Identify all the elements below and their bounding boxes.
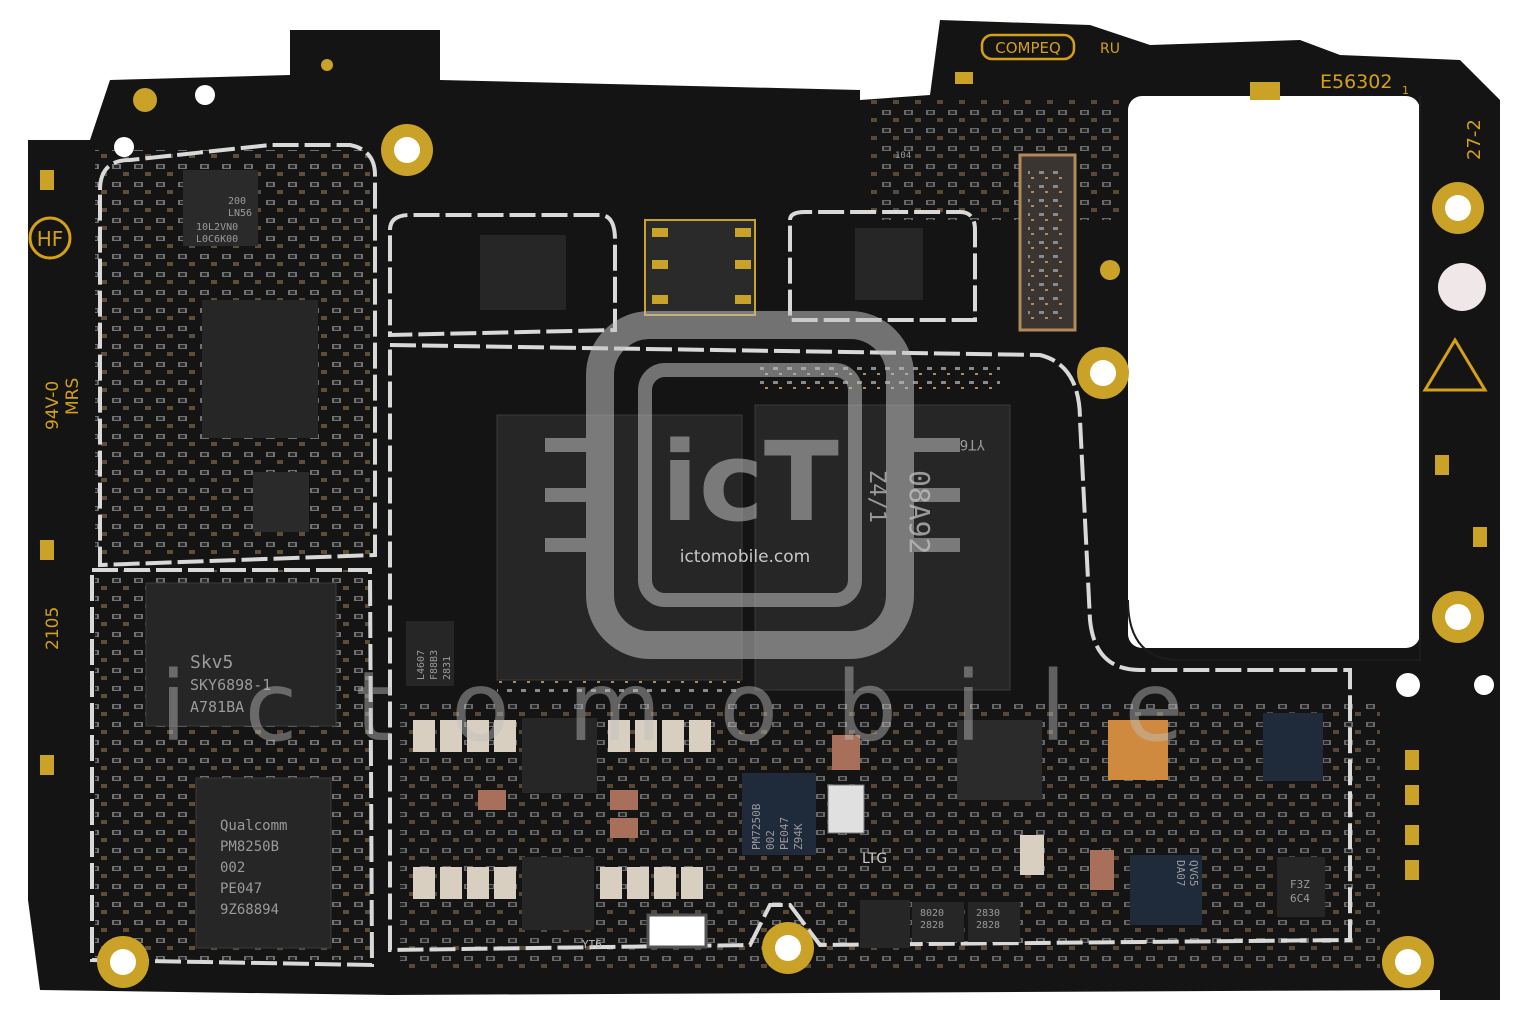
pair-a-line1: 8020 — [920, 908, 944, 919]
silk-board-id-sub: 1 — [1402, 84, 1409, 97]
pmic-line3: 002 — [220, 860, 245, 876]
small-left-line2: LN56 — [228, 208, 252, 219]
tiny-104: 104 — [895, 151, 911, 161]
pmic2-line1: PM7250B — [750, 803, 763, 850]
chip-pmic2 — [742, 773, 816, 855]
codec-line2: DA07 — [1174, 860, 1187, 887]
silk-board-id: E56302 — [1320, 71, 1392, 93]
watermark-big: ictomobile — [160, 651, 1241, 763]
small-left-line3: 10L2VN0 — [196, 222, 238, 233]
pmic-line1: Qualcomm — [220, 818, 287, 834]
rf-chip-line1: Skv5 — [190, 652, 233, 673]
pair-b-line2: 2828 — [976, 920, 1000, 931]
chip-small-left — [183, 170, 258, 246]
small-mid-line3: 2831 — [442, 656, 453, 680]
pmic-line2: PM8250B — [220, 839, 279, 855]
silk-ul: RU — [1100, 41, 1120, 57]
rf-chip-line2: SKY6898-1 — [190, 676, 271, 694]
watermark-url: ictomobile.com — [680, 547, 811, 567]
small-right-line2: 6C4 — [1290, 892, 1310, 905]
rf-chip-line3: A781BA — [190, 698, 244, 716]
pmic-line5: 9Z68894 — [220, 902, 279, 918]
small-left-line1: 200 — [228, 196, 246, 207]
shield-frames — [90, 143, 1352, 968]
small-left-line4: L0C6K00 — [196, 234, 238, 245]
pmic-chip — [195, 777, 332, 949]
silk-date-code: 2105 — [43, 607, 63, 650]
codec-line1: QVG5 — [1187, 860, 1200, 887]
chip-upper-left — [202, 300, 318, 438]
silk-ltg: LTG — [862, 851, 887, 867]
silk-mrs: MRS — [63, 378, 83, 415]
small-mid-line2: F88B3 — [429, 650, 440, 680]
edge-pads — [40, 72, 1487, 880]
pmic-line4: PE047 — [220, 881, 262, 897]
pair-a-line2: 2828 — [920, 920, 944, 931]
tiny-yt6: YT6 — [582, 938, 602, 951]
pmic2-line3: PE047 — [778, 817, 791, 850]
small-mid-line1: L4607 — [416, 650, 427, 680]
memory-line1: YT6 — [960, 436, 985, 452]
silk-flammability: 94V-0 — [43, 381, 63, 430]
pmic2-line4: Z94K — [792, 823, 805, 850]
small-right-line1: F3Z — [1290, 878, 1310, 891]
pair-b-line1: 2830 — [976, 908, 1000, 919]
silk-compeq: COMPEQ — [995, 39, 1061, 57]
svg-text:icT: icT — [661, 418, 839, 546]
memory-line3: Z4/1 — [864, 470, 889, 523]
silk-hf: HF — [37, 227, 64, 251]
rf-module-chip — [145, 582, 337, 727]
board-cutout — [1128, 96, 1420, 648]
silk-rev: 27-2 — [1464, 119, 1485, 160]
pmic2-line2: 002 — [764, 830, 777, 850]
ictomobile-watermark: icT — [545, 311, 960, 659]
